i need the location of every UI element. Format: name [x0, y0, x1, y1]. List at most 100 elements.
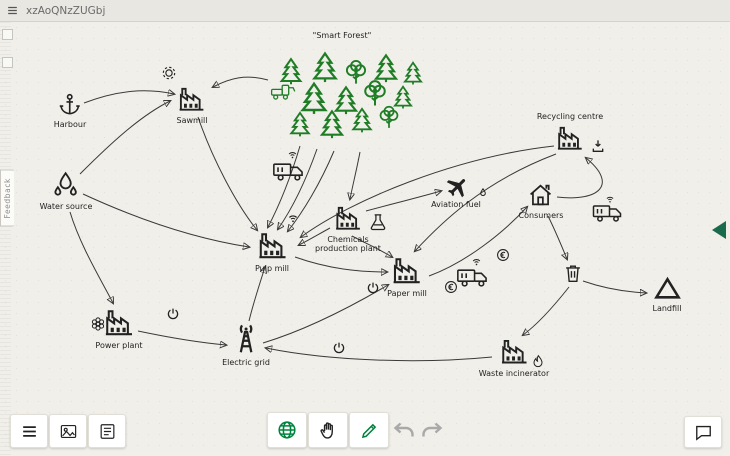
euro-icon [444, 279, 458, 298]
node-label: Waste incinerator [478, 369, 550, 378]
image-icon [59, 422, 78, 441]
globe-icon [276, 419, 298, 441]
node-power-plant[interactable]: Power plant [95, 306, 143, 350]
pine-tree-icon [400, 60, 426, 86]
list-button[interactable] [10, 414, 48, 448]
factory-icon [177, 84, 207, 114]
factory-icon [390, 254, 423, 287]
node-harbour[interactable]: Harbour [53, 92, 87, 129]
factory-icon [499, 336, 530, 367]
left-edge-strip [0, 22, 11, 456]
pine-tree-icon [316, 108, 348, 140]
radio-tower-icon [228, 320, 264, 356]
canvas-grid-background [0, 22, 730, 456]
node-waste-incinerator[interactable]: Waste incinerator [478, 336, 550, 378]
flower-icon [90, 316, 106, 336]
node-chemicals-plant[interactable]: Chemicals production plant [308, 203, 388, 254]
flow-arrow [248, 267, 265, 322]
node-consumers[interactable]: Consumers [518, 181, 564, 220]
undo-icon [392, 418, 416, 442]
flow-arrow [547, 215, 567, 259]
flow-arrow [266, 348, 493, 362]
power-icon [166, 306, 180, 325]
redo-icon [420, 418, 444, 442]
panel-handle-top[interactable] [2, 29, 13, 40]
node-aviation-fuel[interactable]: Aviation fuel [431, 172, 481, 209]
image-button[interactable] [49, 414, 87, 448]
house-icon [527, 181, 555, 209]
signal-icon [286, 146, 299, 165]
node-label: Landfill [652, 304, 682, 313]
note-button[interactable] [88, 414, 126, 448]
forest-title: "Smart Forest" [312, 31, 372, 40]
leafy-tree-icon [376, 104, 402, 130]
panel-handle-bottom[interactable] [2, 57, 13, 68]
node-sawmill[interactable]: Sawmill [177, 84, 207, 125]
flow-arrow [137, 330, 226, 345]
globe-button[interactable] [267, 412, 307, 448]
list-icon [20, 422, 39, 441]
trash-bin-icon[interactable] [562, 262, 584, 288]
node-label: Power plant [95, 341, 143, 350]
pine-tree-icon [286, 110, 314, 138]
flow-arrow [582, 280, 646, 293]
plane-icon [438, 167, 475, 204]
node-recycling-centre[interactable]: Recycling centre [537, 112, 603, 153]
signal-icon [470, 253, 483, 272]
node-landfill[interactable]: Landfill [653, 274, 682, 313]
node-label: Water source [39, 202, 93, 211]
node-label: Chemicals production plant [315, 235, 381, 254]
flow-arrow [301, 145, 555, 237]
expand-arrow-tab[interactable] [712, 221, 726, 239]
chat-bubble-icon [694, 423, 713, 442]
node-label: Aviation fuel [431, 200, 481, 209]
node-pulp-mill[interactable]: Pulp mill [255, 229, 289, 273]
flow-arrow [82, 193, 249, 247]
flow-arrow [428, 207, 527, 277]
flow-arrow [523, 286, 570, 335]
node-label: Consumers [518, 211, 564, 220]
flow-arrow [294, 256, 387, 272]
undo-button[interactable] [392, 418, 416, 446]
flow-arrow [351, 235, 392, 257]
signal-icon [604, 190, 616, 209]
hand-icon [318, 420, 339, 441]
fire-icon [530, 354, 546, 374]
download-tray-icon [590, 138, 606, 158]
power-icon [332, 340, 346, 359]
node-water-source[interactable]: Water source [39, 170, 93, 211]
note-icon [98, 422, 117, 441]
flow-arrow [83, 91, 174, 104]
smart-forest-cluster[interactable] [262, 48, 430, 148]
board-title: xzAoQNzZUGbj [26, 4, 106, 17]
pencil-button[interactable] [349, 412, 389, 448]
pine-tree-icon [348, 106, 376, 134]
feedback-tab[interactable]: Feedback [0, 170, 14, 227]
gear-icon[interactable] [160, 64, 178, 86]
node-label: Recycling centre [536, 112, 604, 121]
flask-icon[interactable] [368, 212, 388, 236]
flow-arrow [556, 158, 603, 199]
node-electric-grid[interactable]: Electric grid [222, 320, 270, 367]
factory-icon [102, 306, 135, 339]
pine-tree-icon [308, 50, 342, 84]
flow-arrow [79, 101, 170, 175]
top-bar: xzAoQNzZUGbj [0, 0, 730, 22]
hand-button[interactable] [308, 412, 348, 448]
node-paper-mill[interactable]: Paper mill [387, 254, 427, 298]
node-label: Pulp mill [254, 264, 290, 273]
factory-icon [555, 123, 585, 153]
flow-arrow [350, 151, 361, 199]
water-drops-icon [51, 170, 81, 200]
power-icon [366, 280, 380, 299]
pencil-icon [359, 420, 380, 441]
hamburger-menu-icon[interactable] [6, 4, 19, 17]
node-label: Harbour [53, 120, 87, 129]
redo-button[interactable] [420, 418, 444, 446]
chat-button[interactable] [684, 416, 722, 448]
euro-icon [496, 247, 510, 266]
flow-arrow [197, 116, 257, 230]
flow-arrow [299, 227, 331, 245]
anchor-icon [57, 92, 83, 118]
